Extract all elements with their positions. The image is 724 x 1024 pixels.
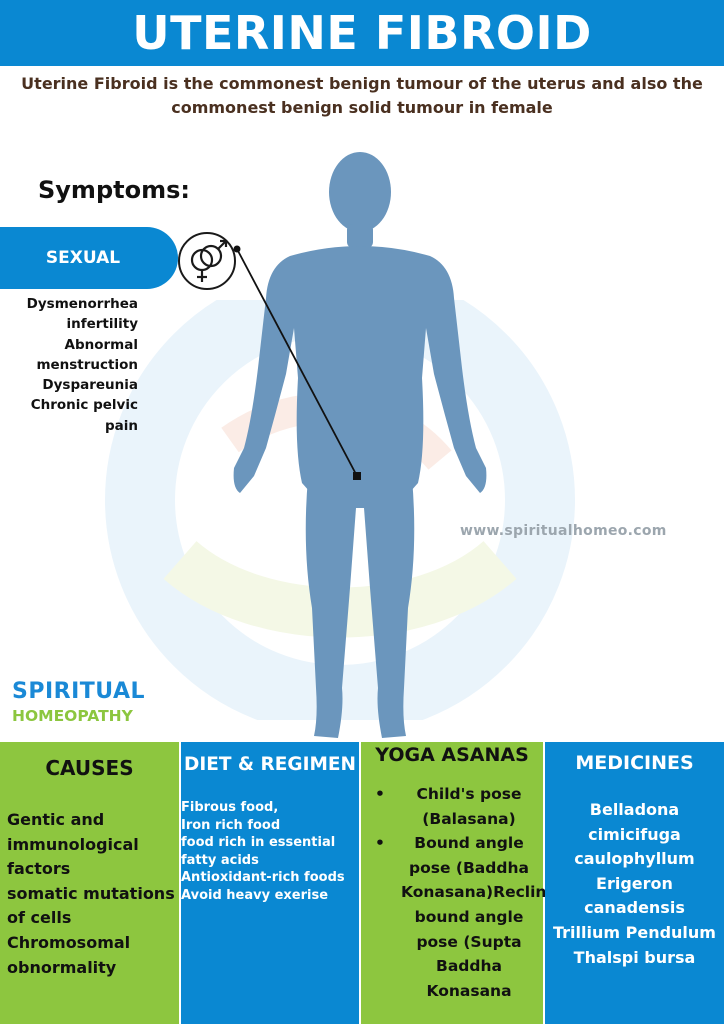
list-item: fatty acids (181, 852, 259, 868)
brand-tagline: HOMEOPATHY (12, 707, 133, 725)
list-item: Gentic and (7, 810, 105, 829)
list-item: Abnormal (64, 336, 138, 353)
human-body-figure-icon (233, 152, 487, 738)
causes-list: Gentic and immunological factors somatic… (7, 808, 175, 980)
website-watermark: www.spiritualhomeo.com (460, 523, 667, 539)
brand-name: SPIRITUAL (12, 679, 146, 704)
medicines-list: Belladona cimicifuga caulophyllum Eriger… (545, 798, 724, 970)
symptom-list: Dysmenorrhea infertility Abnormal menstr… (14, 294, 138, 436)
list-item: of cells (7, 908, 72, 928)
list-item: Avoid heavy exerise (181, 887, 329, 903)
list-item: Chromosomal (7, 932, 131, 952)
diet-section: DIET & REGIMEN Fibrous food, Iron rich f… (181, 742, 359, 1024)
bullet-icon: • (375, 785, 385, 803)
list-item: infertility (66, 316, 138, 333)
yoga-list: • Child's pose (Balasana) • Bound angle … (361, 782, 574, 1003)
sexual-category-pill: SEXUAL (0, 227, 178, 289)
symptoms-heading: Symptoms: (38, 176, 190, 204)
list-item: Antioxidant-rich foods (181, 870, 345, 885)
list-item: obnormality (7, 957, 117, 977)
gender-symbol-icon (178, 232, 236, 290)
list-item: menstruction (36, 356, 138, 373)
list-item: Dysmenorrhea (26, 296, 138, 312)
bullet-icon: • (375, 834, 385, 853)
diet-list: Fibrous food, Iron rich food food rich i… (181, 799, 345, 904)
sexual-category-label: SEXUAL (45, 248, 121, 268)
list-item: Belladona (589, 800, 680, 819)
list-item: Fibrous food, (181, 800, 279, 815)
header-banner: UTERINE FIBROID (0, 0, 724, 66)
page-title: UTERINE FIBROID (132, 6, 592, 60)
yoga-section: YOGA ASANAS • Child's pose (Balasana) • … (361, 742, 574, 1024)
medicines-section: MEDICINES Belladona cimicifuga caulophyl… (545, 742, 724, 1024)
yoga-title: YOGA ASANAS (375, 744, 529, 766)
list-item: caulophyllum (574, 849, 695, 869)
list-item: pain (104, 417, 138, 434)
list-item: Dyspareunia (42, 377, 138, 394)
list-item: Chronic pelvic (30, 397, 138, 414)
yoga-item-text: Bound angle pose (Baddha Konasana)Reclin… (401, 834, 574, 1000)
list-item: factors (7, 859, 71, 879)
list-item: Iron rich food (181, 817, 281, 833)
list-item: food rich in essential (181, 835, 336, 850)
list-item: cimicifuga (588, 824, 681, 844)
list-item: • Child's pose (Balasana) (361, 782, 543, 831)
diet-title: DIET & REGIMEN (184, 754, 356, 775)
list-item: canadensis (584, 898, 685, 918)
yoga-item-text: Child's pose (Balasana) (416, 785, 522, 828)
list-item: immunological (7, 834, 139, 854)
list-item: Erigeron (596, 873, 673, 893)
causes-section: CAUSES Gentic and immunological factors … (0, 742, 179, 1024)
causes-title: CAUSES (45, 756, 134, 780)
list-item: Thalspi bursa (573, 947, 696, 967)
page-subtitle: Uterine Fibroid is the commonest benign … (21, 74, 703, 117)
list-item: Trillium Pendulum (553, 922, 716, 942)
list-item: • Bound angle pose (Baddha Konasana)Recl… (361, 831, 574, 1003)
medicines-title: MEDICINES (575, 752, 694, 774)
list-item: somatic mutations (7, 883, 175, 903)
